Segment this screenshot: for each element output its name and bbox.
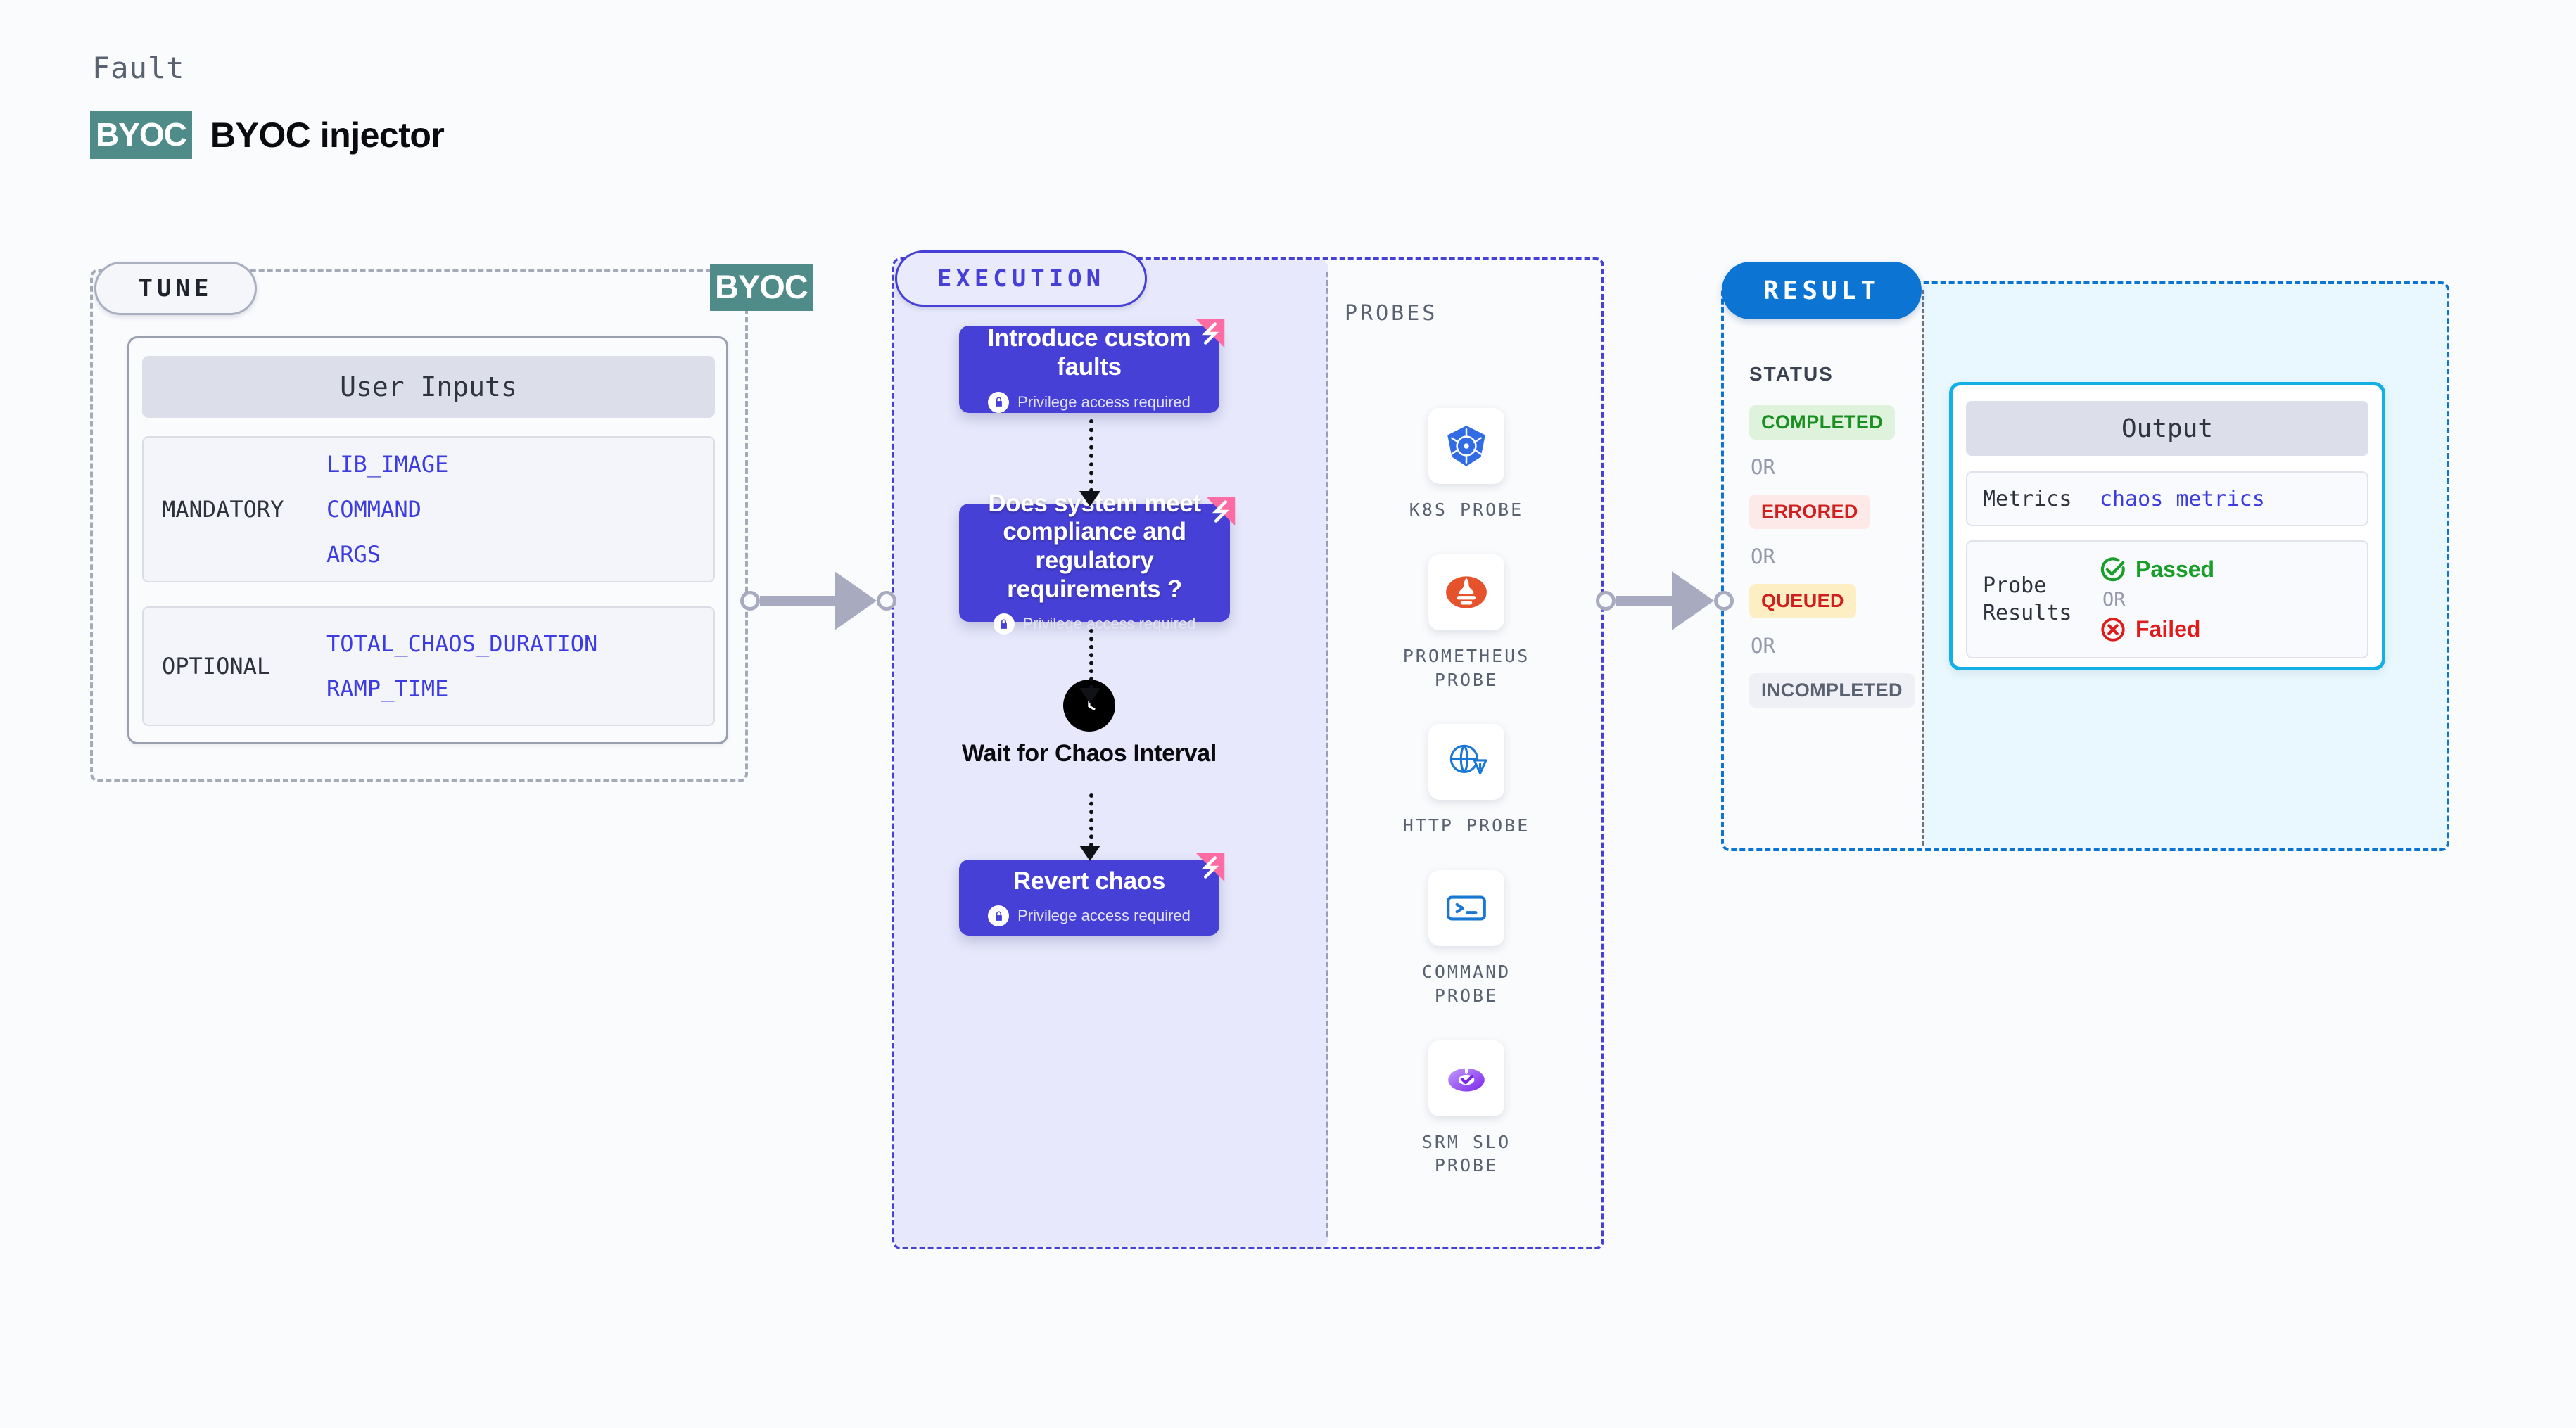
probe-label: PROMETHEUS PROBE bbox=[1402, 645, 1530, 690]
arrow-shaft bbox=[760, 596, 836, 606]
tune-group-values: LIB_IMAGE COMMAND ARGS bbox=[326, 451, 448, 568]
probe-label: HTTP PROBE bbox=[1402, 815, 1530, 836]
prometheus-icon bbox=[1428, 554, 1504, 630]
probe-label: SRM SLO PROBE bbox=[1421, 1131, 1511, 1176]
task-title: Does system meet compliance and regulato… bbox=[988, 489, 1201, 603]
wait-node-label: Wait for Chaos Interval bbox=[961, 740, 1217, 767]
tune-group-label: MANDATORY bbox=[162, 496, 284, 523]
harness-logo-icon bbox=[1195, 853, 1225, 882]
arrow-end-dot bbox=[877, 591, 896, 611]
status-or-label: OR bbox=[1751, 455, 1775, 479]
harness-logo-icon bbox=[1206, 497, 1236, 526]
probe-item-prometheus[interactable]: PROMETHEUS PROBE bbox=[1403, 554, 1530, 692]
output-row-metrics: Metrics chaos metrics bbox=[1966, 471, 2368, 526]
execution-task-compliance-check[interactable]: Does system meet compliance and regulato… bbox=[959, 490, 1236, 635]
tune-value[interactable]: ARGS bbox=[326, 541, 381, 568]
status-section-title: STATUS bbox=[1749, 363, 1834, 385]
tune-group-label: OPTIONAL bbox=[162, 653, 271, 680]
arrow-end-dot bbox=[1714, 591, 1734, 611]
verdict-failed: Failed bbox=[2100, 616, 2214, 643]
result-status-divider bbox=[1922, 290, 1924, 846]
task-privilege-note: Privilege access required bbox=[993, 613, 1196, 635]
lock-icon bbox=[988, 391, 1010, 413]
probes-list: K8S PROBE PROMETHEUS PROBE bbox=[1347, 408, 1586, 1178]
kubernetes-icon bbox=[1428, 408, 1504, 484]
tune-group-values: TOTAL_CHAOS_DURATION RAMP_TIME bbox=[326, 630, 597, 702]
status-or-label: OR bbox=[1751, 634, 1775, 658]
user-inputs-title: User Inputs bbox=[142, 356, 715, 418]
probe-item-command[interactable]: COMMAND PROBE bbox=[1422, 870, 1511, 1008]
arrow-start-dot bbox=[1596, 591, 1616, 611]
connector-line bbox=[1089, 793, 1093, 847]
execution-task-revert-chaos[interactable]: Revert chaos Privilege access required bbox=[959, 853, 1225, 936]
arrow-start-dot bbox=[740, 591, 760, 611]
probe-item-srm-slo[interactable]: SRM SLO PROBE bbox=[1422, 1040, 1511, 1178]
tune-value[interactable]: TOTAL_CHAOS_DURATION bbox=[326, 630, 598, 657]
status-badge-completed: COMPLETED bbox=[1749, 405, 1896, 440]
result-stage-pill[interactable]: RESULT bbox=[1722, 262, 1922, 319]
task-title: Introduce custom faults bbox=[987, 324, 1191, 381]
execution-wait-node[interactable]: Wait for Chaos Interval bbox=[959, 680, 1219, 767]
connector-line bbox=[1089, 419, 1093, 492]
lock-icon bbox=[993, 613, 1015, 635]
task-privilege-note: Privilege access required bbox=[988, 905, 1191, 927]
tune-group-optional: OPTIONAL TOTAL_CHAOS_DURATION RAMP_TIME bbox=[142, 606, 715, 726]
page-title-row: BYOC BYOC injector bbox=[90, 111, 445, 159]
byoc-edge-badge: BYOC bbox=[710, 264, 813, 311]
command-terminal-icon bbox=[1428, 870, 1504, 946]
execution-flow-panel bbox=[894, 260, 1328, 1247]
task-title: Revert chaos bbox=[1013, 867, 1166, 895]
output-row-probe-results: Probe Results Passed OR Failed bbox=[1966, 540, 2368, 658]
srm-slo-icon bbox=[1428, 1040, 1504, 1116]
lock-icon bbox=[988, 905, 1010, 927]
verdict-label: Passed bbox=[2136, 556, 2215, 582]
output-metrics-value[interactable]: chaos metrics bbox=[2100, 486, 2265, 511]
task-privilege-note: Privilege access required bbox=[988, 391, 1191, 413]
harness-logo-icon bbox=[1195, 319, 1225, 348]
tune-value[interactable]: RAMP_TIME bbox=[326, 675, 449, 702]
output-metrics-label: Metrics bbox=[1983, 486, 2072, 511]
status-badge-incompleted: INCOMPLETED bbox=[1749, 673, 1915, 708]
connector-line bbox=[1089, 629, 1093, 689]
probe-item-http[interactable]: HTTP PROBE bbox=[1403, 724, 1530, 838]
privilege-text: Privilege access required bbox=[1022, 615, 1196, 633]
page-eyebrow: Fault bbox=[92, 51, 185, 85]
tune-value[interactable]: LIB_IMAGE bbox=[326, 451, 449, 478]
output-card-title: Output bbox=[1966, 401, 2368, 456]
tune-group-mandatory: MANDATORY LIB_IMAGE COMMAND ARGS bbox=[142, 436, 715, 582]
privilege-text: Privilege access required bbox=[1017, 907, 1191, 925]
connector-arrow-icon bbox=[1079, 688, 1100, 703]
execution-task-introduce-custom-faults[interactable]: Introduce custom faults Privilege access… bbox=[959, 319, 1225, 413]
probe-label: K8S PROBE bbox=[1409, 499, 1524, 520]
verdict-passed: Passed bbox=[2100, 556, 2214, 583]
connector-arrow-icon bbox=[1079, 491, 1100, 506]
byoc-badge: BYOC bbox=[90, 111, 192, 159]
arrow-head-icon bbox=[835, 571, 877, 630]
http-globe-icon bbox=[1428, 724, 1504, 801]
x-circle-icon bbox=[2101, 617, 2125, 642]
arrow-shaft bbox=[1616, 596, 1673, 606]
status-badge-errored: ERRORED bbox=[1749, 495, 1870, 529]
probes-section-title: PROBES bbox=[1345, 301, 1438, 326]
verdict-or-label: OR bbox=[2102, 588, 2126, 611]
output-verdict-list: Passed OR Failed bbox=[2100, 556, 2214, 643]
arrow-execution-to-result bbox=[1596, 571, 1734, 630]
tune-stage-pill[interactable]: TUNE bbox=[94, 262, 257, 315]
probe-item-k8s[interactable]: K8S PROBE bbox=[1409, 408, 1523, 522]
check-circle-icon bbox=[2100, 556, 2125, 581]
arrow-tune-to-execution bbox=[740, 571, 896, 630]
page-title: BYOC injector bbox=[210, 115, 445, 155]
tune-value[interactable]: COMMAND bbox=[326, 496, 421, 523]
arrow-head-icon bbox=[1672, 571, 1714, 630]
execution-stage-pill[interactable]: EXECUTION bbox=[895, 250, 1147, 307]
execution-probes-divider bbox=[1326, 272, 1328, 1237]
status-badge-queued: QUEUED bbox=[1749, 584, 1856, 618]
output-probe-results-label: Probe Results bbox=[1983, 573, 2072, 625]
verdict-label: Failed bbox=[2136, 616, 2201, 642]
status-or-label: OR bbox=[1751, 544, 1775, 568]
status-list: COMPLETED OR ERRORED OR QUEUED OR INCOMP… bbox=[1749, 405, 1915, 708]
connector-arrow-icon bbox=[1079, 846, 1100, 861]
privilege-text: Privilege access required bbox=[1017, 393, 1191, 411]
probe-label: COMMAND PROBE bbox=[1421, 962, 1511, 1006]
